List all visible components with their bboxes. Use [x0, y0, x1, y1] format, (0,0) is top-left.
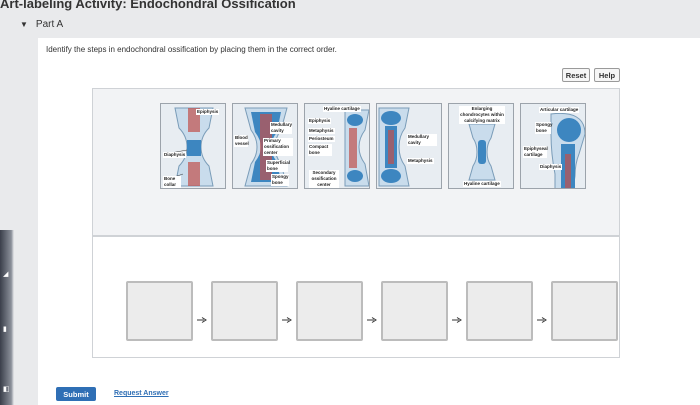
tile-label: Compact bone	[308, 144, 332, 156]
tile-label: Metaphysis	[407, 158, 434, 164]
arrow-right-icon	[282, 317, 292, 323]
question-text: Identify the steps in endochondral ossif…	[46, 45, 337, 54]
tile-label: Enlarging chondrocytes within calcifying…	[459, 106, 505, 124]
drop-zone-1[interactable]	[126, 281, 193, 341]
part-label: Part A	[35, 19, 64, 30]
image-tile-4[interactable]: Medullary cavity Metaphysis	[376, 103, 442, 189]
arrow-right-icon	[367, 317, 377, 323]
tile-label: Hyaline cartilage	[463, 181, 501, 187]
image-tile-1[interactable]: Epiphysis Diaphysis Bone collar	[160, 103, 226, 189]
drop-zone-6[interactable]	[551, 281, 618, 341]
bone-stage-6-illustration	[521, 104, 585, 188]
tile-label: Secondary ossification center	[309, 170, 339, 188]
left-edge-panel: ◢ ▮ ◧	[0, 230, 14, 405]
tile-label: Spongy bone	[271, 174, 289, 186]
image-tile-6[interactable]: Articular cartilage Spongy bone Epiphyse…	[520, 103, 586, 189]
tile-label: Blood vessel	[234, 135, 249, 147]
drop-zone-area	[92, 236, 620, 358]
tile-label: Hyaline cartilage	[323, 106, 361, 112]
drop-zone-4[interactable]	[381, 281, 448, 341]
drop-zone-2[interactable]	[211, 281, 278, 341]
bone-stage-4-illustration	[377, 104, 441, 188]
tile-label: Epiphysis	[196, 109, 220, 115]
image-tile-3[interactable]: Hyaline cartilage Epiphysis Metaphysis P…	[304, 103, 370, 189]
page-title: Art-labeling Activity: Endochondral Ossi…	[0, 0, 296, 11]
arrow-right-icon	[452, 317, 462, 323]
tile-label: Diaphysis	[539, 164, 563, 170]
tile-label: Epiphyseal cartilage	[523, 146, 548, 158]
bone-stage-1-illustration	[161, 104, 225, 188]
reset-button[interactable]: Reset	[562, 68, 590, 82]
tile-label: Primary ossification center	[263, 138, 293, 156]
tile-label: Epiphysis	[308, 118, 332, 124]
tile-label: Metaphysis	[308, 128, 335, 134]
activity-panel: Identify the steps in endochondral ossif…	[38, 38, 700, 405]
tile-label: Bone collar	[163, 176, 181, 188]
help-button[interactable]: Help	[594, 68, 620, 82]
tile-label: Spongy bone	[535, 122, 553, 134]
caret-down-icon[interactable]: ▼	[20, 20, 28, 29]
tile-label: Superficial bone	[266, 160, 291, 172]
edge-glyph-icon: ◢	[3, 271, 9, 278]
tile-label: Diaphysis	[163, 152, 187, 158]
label-bank: Epiphysis Diaphysis Bone collar Medullar…	[92, 88, 620, 236]
tile-label: Articular cartilage	[539, 107, 580, 113]
part-header[interactable]: ▼ Part A	[20, 19, 63, 30]
arrow-right-icon	[197, 317, 207, 323]
arrow-right-icon	[537, 317, 547, 323]
tile-label: Medullary cavity	[407, 134, 437, 146]
drop-zone-3[interactable]	[296, 281, 363, 341]
submit-button[interactable]: Submit	[56, 387, 96, 401]
tile-label: Medullary cavity	[270, 122, 293, 134]
tile-label: Periosteum	[308, 136, 335, 142]
image-tile-2[interactable]: Medullary cavity Blood vessel Primary os…	[232, 103, 298, 189]
edge-glyph-icon: ◧	[3, 386, 10, 393]
edge-glyph-icon: ▮	[3, 326, 7, 333]
drop-zone-5[interactable]	[466, 281, 533, 341]
image-tile-5[interactable]: Enlarging chondrocytes within calcifying…	[448, 103, 514, 189]
request-answer-link[interactable]: Request Answer	[114, 390, 169, 397]
